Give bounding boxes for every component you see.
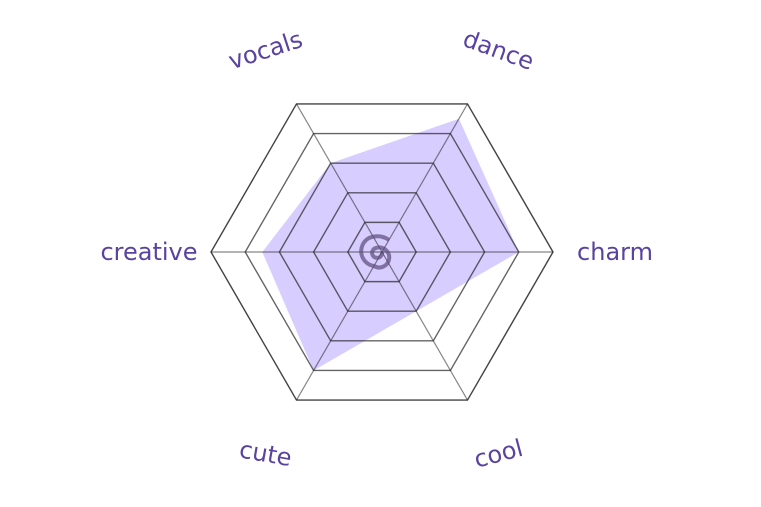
data-area-series xyxy=(262,118,519,371)
axis-line-cute xyxy=(295,251,383,401)
axis-label-cool: cool xyxy=(471,434,526,474)
radar-grid-overlay xyxy=(210,103,554,401)
spiral-icon xyxy=(359,234,392,270)
axis-label-dance: dance xyxy=(459,25,537,76)
axis-label-creative: creative xyxy=(100,238,197,266)
axis-label-charm: charm xyxy=(577,238,653,266)
axis-label-cute: cute xyxy=(237,435,294,472)
axis-line-cool xyxy=(381,251,469,401)
axis-line-vocals xyxy=(295,103,383,253)
axis-line-dance xyxy=(381,103,469,253)
axis-label-vocals: vocals xyxy=(225,25,306,75)
